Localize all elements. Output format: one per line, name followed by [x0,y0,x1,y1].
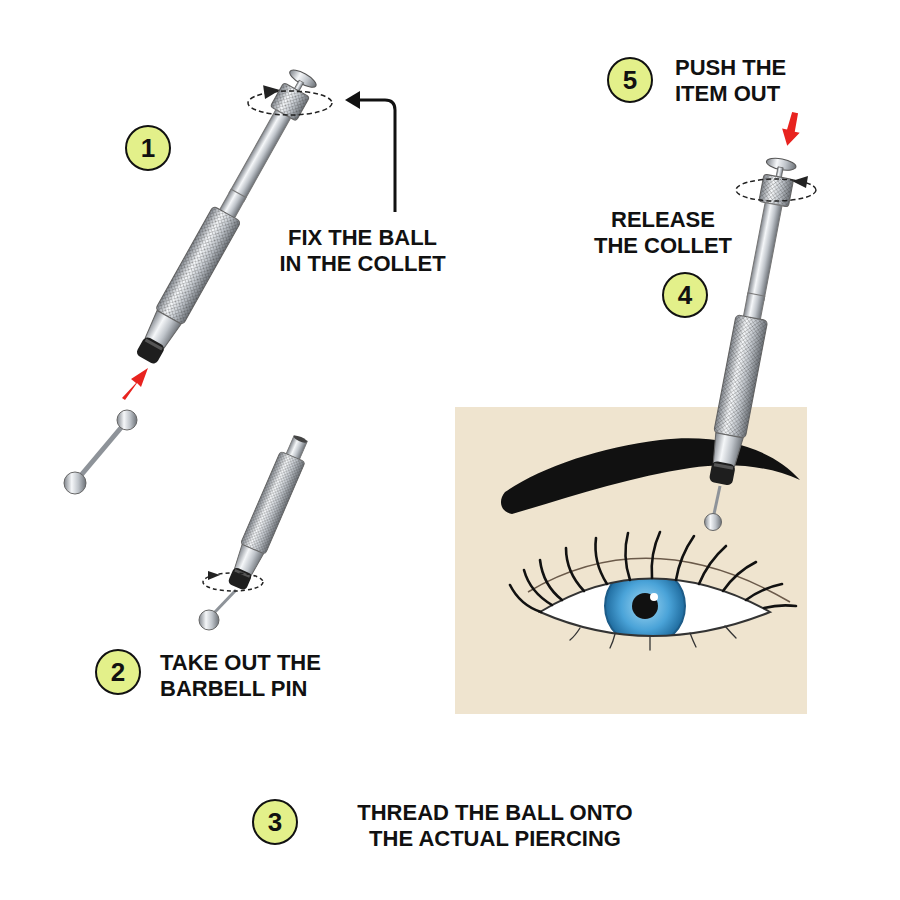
eyelash [524,570,552,605]
step-instruction: RELEASE THE COLLET [590,207,736,259]
step-number-circle: 3 [252,799,298,845]
pupil [632,593,658,619]
eyelashes [510,532,796,612]
eyelash [566,548,584,591]
eyelash [746,584,782,600]
pin-vise-tool [704,156,797,487]
barbell-bar [77,423,125,480]
eyelash [540,560,562,600]
callout-number: 5 [623,67,637,93]
callout-number: 3 [268,809,282,835]
pointer-arrowhead [345,91,360,109]
eyelash [676,536,694,580]
lower-lashes [570,626,736,650]
pointer-arrow [358,100,395,212]
eyelash [699,546,726,584]
piercing-ball [705,514,722,531]
eyelash [690,633,696,647]
rotation-ring [248,91,332,115]
barbell-ball [64,472,86,494]
eyelash [764,605,796,608]
pin-vise-tool [131,66,319,367]
callout-number: 4 [678,282,692,308]
eyelash [570,628,580,640]
step-instruction: THREAD THE BALL ONTO THE ACTUAL PIERCING [345,800,645,852]
red-arrow [122,368,148,400]
barbell-ball [117,410,137,430]
eyelash [625,533,630,580]
callout-number: 2 [111,659,125,685]
eye-panel [455,407,807,714]
eyelash [723,562,756,591]
step-number-circle: 2 [95,649,141,695]
red-arrow [779,111,803,148]
eyelash [595,538,607,584]
eyelash [725,626,736,638]
barbell-pin [214,590,236,613]
barbell-ball [199,610,219,630]
eye-outline [540,579,770,637]
pin-vise-tool [224,432,314,593]
step-number-circle: 4 [662,272,708,318]
rotation-arrowhead [263,83,281,99]
eye-highlight [650,593,658,601]
eyelash [652,532,660,578]
rotation-arrowhead [208,571,220,580]
step-instruction: TAKE OUT THE BARBELL PIN [160,650,360,702]
step-instruction: FIX THE BALL IN THE COLLET [277,225,448,277]
eyelash [610,634,615,648]
eyebrow [501,438,800,514]
eyelash [510,585,541,612]
callout-number: 1 [141,135,155,161]
rotation-arrowhead [792,176,808,188]
step-instruction: PUSH THE ITEM OUT [675,55,815,107]
piercing-pin [714,486,720,514]
step-number-circle: 5 [607,57,653,103]
eyelash [649,636,650,650]
step-number-circle: 1 [125,125,171,171]
